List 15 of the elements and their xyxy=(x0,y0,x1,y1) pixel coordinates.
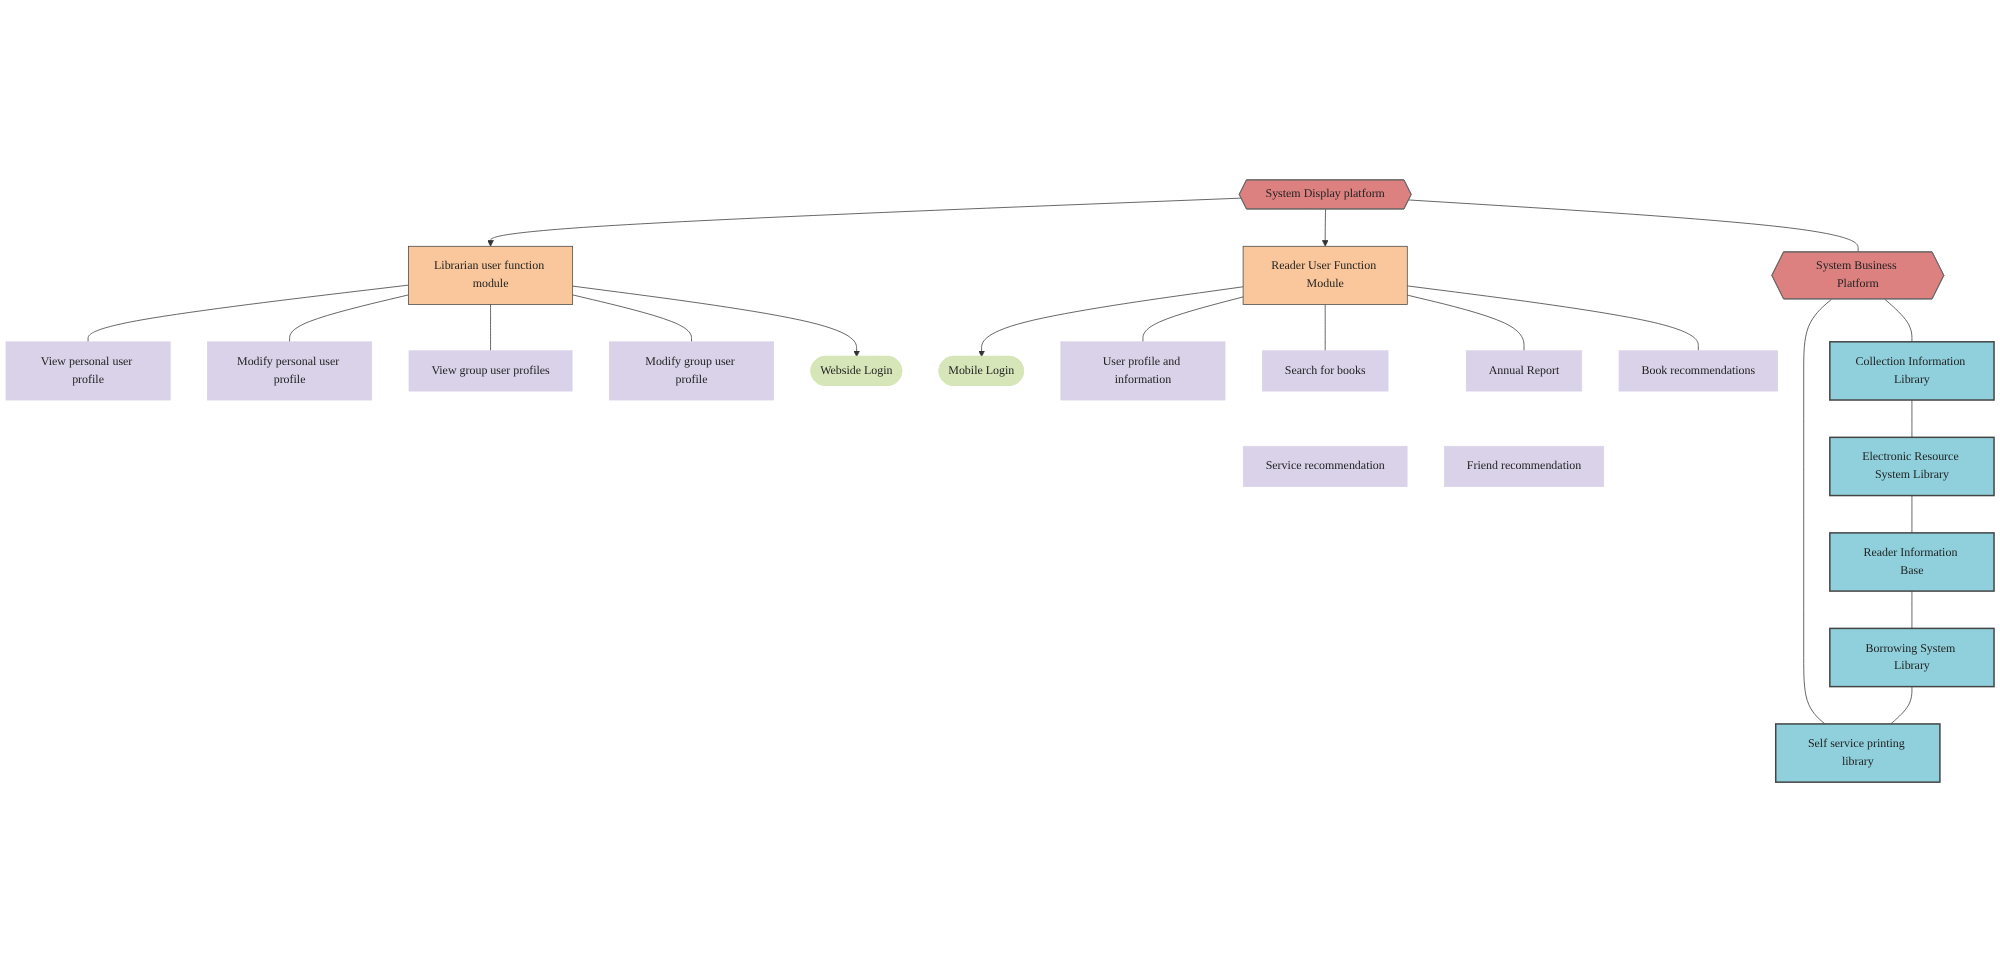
connector xyxy=(1911,399,1913,438)
connector xyxy=(1890,686,1913,725)
connector xyxy=(1406,285,1699,352)
connector xyxy=(572,294,692,343)
connector xyxy=(1408,199,1859,253)
connector xyxy=(87,284,409,343)
connector xyxy=(289,294,409,343)
connector xyxy=(1142,296,1244,343)
connector xyxy=(1911,590,1913,629)
connector xyxy=(490,304,491,352)
connector xyxy=(1884,298,1913,343)
connector xyxy=(1406,294,1525,352)
connector xyxy=(1324,304,1326,352)
connector xyxy=(1911,495,1913,534)
connector xyxy=(1803,298,1832,725)
